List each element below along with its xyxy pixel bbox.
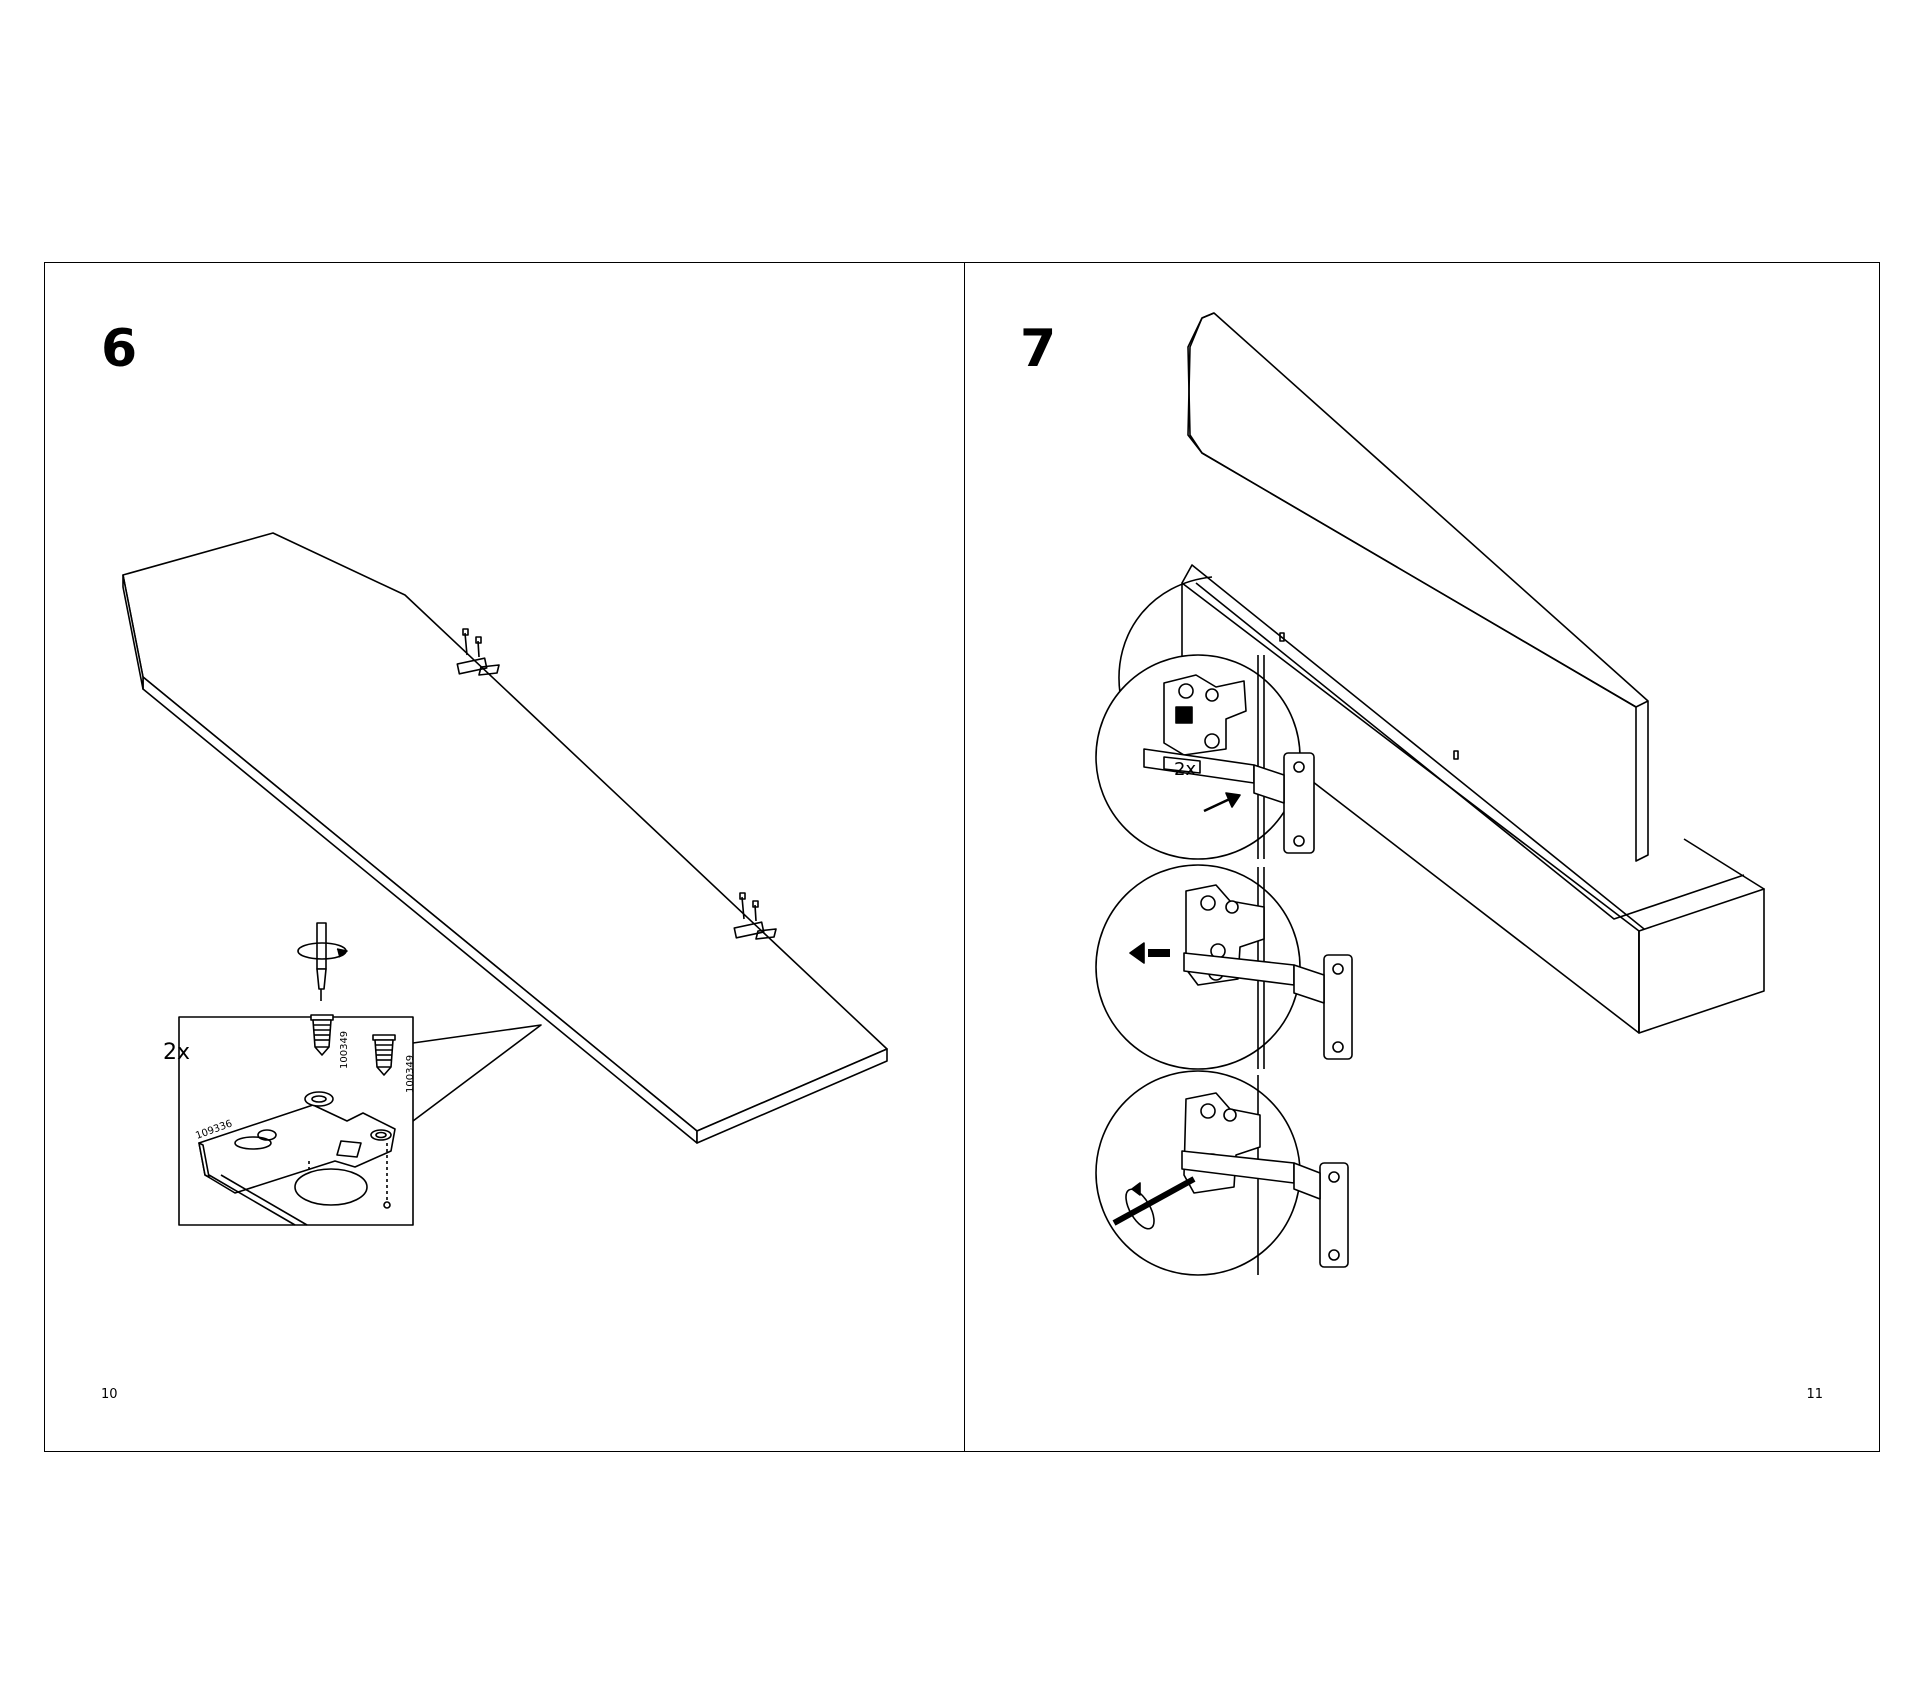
hinge-step-b [1129, 867, 1353, 1069]
detail-bubble-outline [1118, 576, 1213, 694]
screw-icon-b [372, 1034, 396, 1076]
page-number: 10 [101, 1387, 118, 1402]
page-number: 11 [1806, 1387, 1823, 1402]
hinge-mount-lower [733, 892, 777, 940]
hinge-detail [198, 1091, 396, 1209]
step-number: 6 [101, 319, 138, 379]
hinge-mount-upper [456, 628, 500, 676]
page-left: 6 [45, 263, 964, 1451]
panel-left-edge [122, 574, 144, 690]
screwdriver-icon [297, 922, 348, 1001]
page-divider [964, 263, 965, 1451]
step-number: 7 [1020, 319, 1057, 379]
callout-leader [412, 1024, 542, 1122]
step-7-illustration: 2x [1095, 312, 1765, 1276]
cabinet-inner-rim [1195, 582, 1745, 920]
panel-right-edge [696, 1048, 888, 1144]
part-label-screw-a: 100349 [339, 1031, 350, 1069]
step-6-illustration: 2x 109336 100349 100349 [122, 532, 888, 1226]
instruction-spread: 6 [44, 262, 1880, 1452]
part-label-screw-b: 100349 [405, 1055, 416, 1093]
hinge-step-c [1112, 1075, 1349, 1275]
callout-quantity: 2x [163, 1040, 190, 1065]
page-right: 7 [964, 263, 1879, 1451]
callout-quantity: 2x [1174, 759, 1196, 780]
cup-hole [294, 1168, 368, 1206]
hinge-step-a [1143, 655, 1315, 859]
screw-icon-a [310, 1014, 334, 1056]
